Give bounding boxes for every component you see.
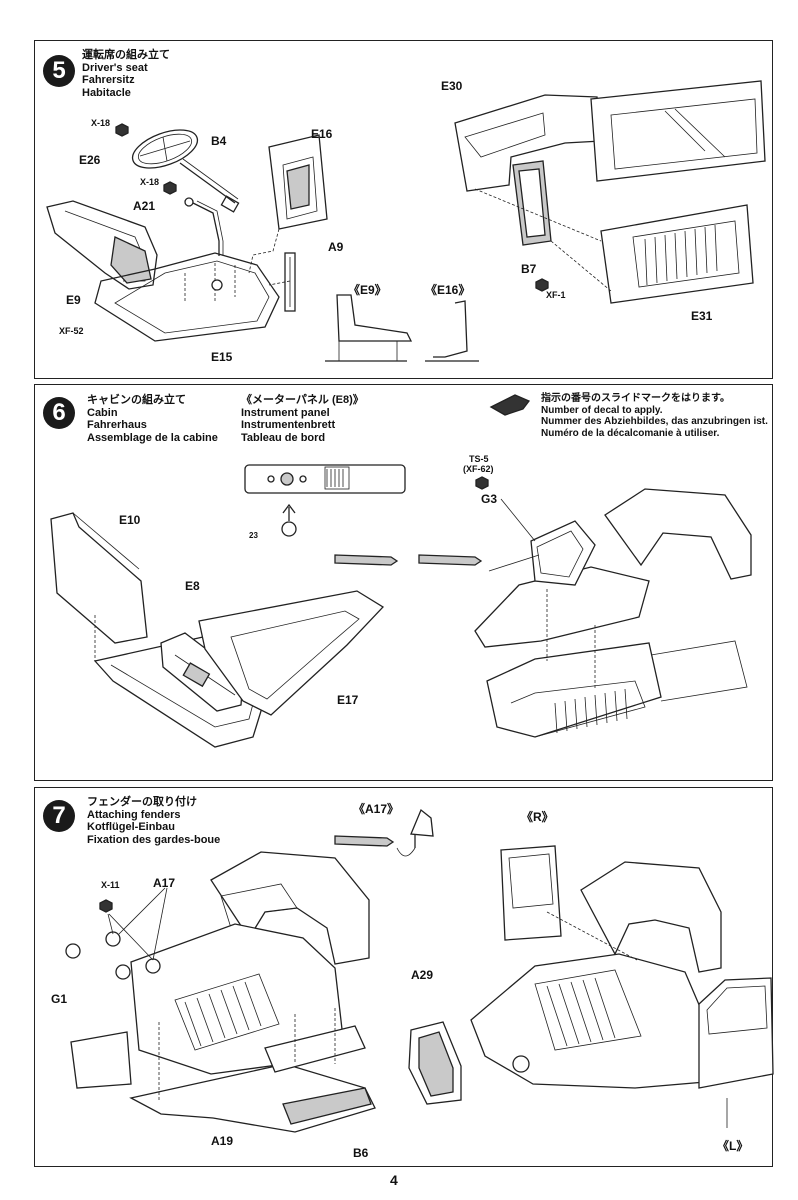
- instrument-panel-heading: 《メーターパネル (E8)》 Instrument panel Instrume…: [241, 394, 364, 444]
- decal-note-jp: 指示の番号のスライドマークをはります。: [541, 393, 730, 404]
- fender-assembly-diagram: [65, 808, 774, 1133]
- part-label: E15: [211, 350, 233, 364]
- step-title-fr: Habitacle: [82, 86, 131, 99]
- paint-code-label: (XF-62): [463, 464, 494, 474]
- part-label: A17: [153, 876, 176, 890]
- step-title-en: Attaching fenders: [87, 808, 181, 821]
- part-label: A21: [133, 199, 156, 213]
- decal-arrow-icon: [489, 394, 531, 416]
- paint-code-label: X-11: [101, 880, 120, 890]
- step-title-fr: Assemblage de la cabine: [87, 431, 218, 444]
- step-7-panel: 7 フェンダーの取り付け Attaching fenders Kotflügel…: [34, 787, 774, 1167]
- step-heading: 運転席の組み立て Driver's seat Fahrersitz Habita…: [82, 49, 170, 99]
- step-title-jp: フェンダーの取り付け: [87, 796, 197, 808]
- instrument-title-jp: 《メーターパネル (E8)》: [241, 394, 364, 406]
- part-label: A29: [411, 968, 434, 982]
- step-title-fr: Fixation des gardes-boue: [87, 833, 221, 846]
- paint-code-label: X-18: [91, 118, 111, 128]
- part-label: A9: [328, 240, 344, 254]
- part-label: B6: [353, 1146, 369, 1160]
- step-title-en: Cabin: [87, 406, 118, 419]
- step-title-jp: キャビンの組み立て: [87, 394, 186, 406]
- part-label: B4: [211, 134, 227, 148]
- decal-note-fr: Numéro de la décalcomanie à utiliser.: [541, 427, 720, 439]
- decal-note-en: Number of decal to apply.: [541, 404, 663, 416]
- step-title-de: Fahrerhaus: [87, 419, 147, 431]
- part-label: B7: [521, 262, 537, 276]
- part-label: G3: [481, 492, 498, 506]
- view-label: 《R》: [521, 810, 554, 824]
- instrument-title-fr: Tableau de bord: [241, 431, 326, 444]
- step-title-en: Driver's seat: [82, 61, 148, 74]
- paint-code-label: TS-5: [469, 454, 489, 464]
- step-5-panel: 5 運転席の組み立て Driver's seat Fahrersitz Habi…: [34, 40, 773, 379]
- step-heading: キャビンの組み立て Cabin Fahrerhaus Assemblage de…: [87, 394, 218, 444]
- decal-number: 23: [249, 531, 258, 540]
- driver-seat-assembly-diagram: [46, 80, 766, 362]
- step-title-jp: 運転席の組み立て: [82, 49, 170, 61]
- decal-note: 指示の番号のスライドマークをはります。 Number of decal to a…: [541, 393, 768, 439]
- cabin-assembly-diagram: [50, 394, 752, 748]
- decal-note-de: Nummer des Abziehbildes, das anzubringen…: [541, 416, 768, 427]
- step-number-badge: 5: [43, 55, 75, 87]
- part-label: E10: [119, 513, 141, 527]
- view-label: 《A17》: [353, 802, 400, 816]
- view-label: 《E16》: [425, 283, 471, 297]
- step-title-de: Kotflügel-Einbau: [87, 821, 175, 833]
- paint-code-label: X-18: [140, 177, 160, 187]
- paint-code-label: XF-52: [59, 326, 84, 336]
- part-label: E8: [185, 579, 200, 593]
- view-label: 《L》: [717, 1139, 749, 1153]
- step-heading: フェンダーの取り付け Attaching fenders Kotflügel-E…: [87, 796, 220, 846]
- step-title-de: Fahrersitz: [82, 74, 135, 86]
- part-label: E9: [66, 293, 81, 307]
- part-label: A19: [211, 1134, 234, 1148]
- step-number-badge: 6: [43, 397, 75, 429]
- part-label: E16: [311, 127, 333, 141]
- part-label: E30: [441, 79, 463, 93]
- part-label: E31: [691, 309, 713, 323]
- part-label: E26: [79, 153, 101, 167]
- step-6-panel: 6 キャビンの組み立て Cabin Fahrerhaus Assemblage …: [34, 384, 773, 781]
- part-label: E17: [337, 693, 359, 707]
- instrument-title-de: Instrumentenbrett: [241, 419, 336, 431]
- view-label: 《E9》: [348, 283, 387, 297]
- instrument-title-en: Instrument panel: [241, 406, 330, 419]
- part-label: G1: [51, 992, 68, 1006]
- page-number: 4: [390, 1172, 398, 1188]
- paint-code-label: XF-1: [546, 290, 566, 300]
- step-number-badge: 7: [43, 800, 75, 832]
